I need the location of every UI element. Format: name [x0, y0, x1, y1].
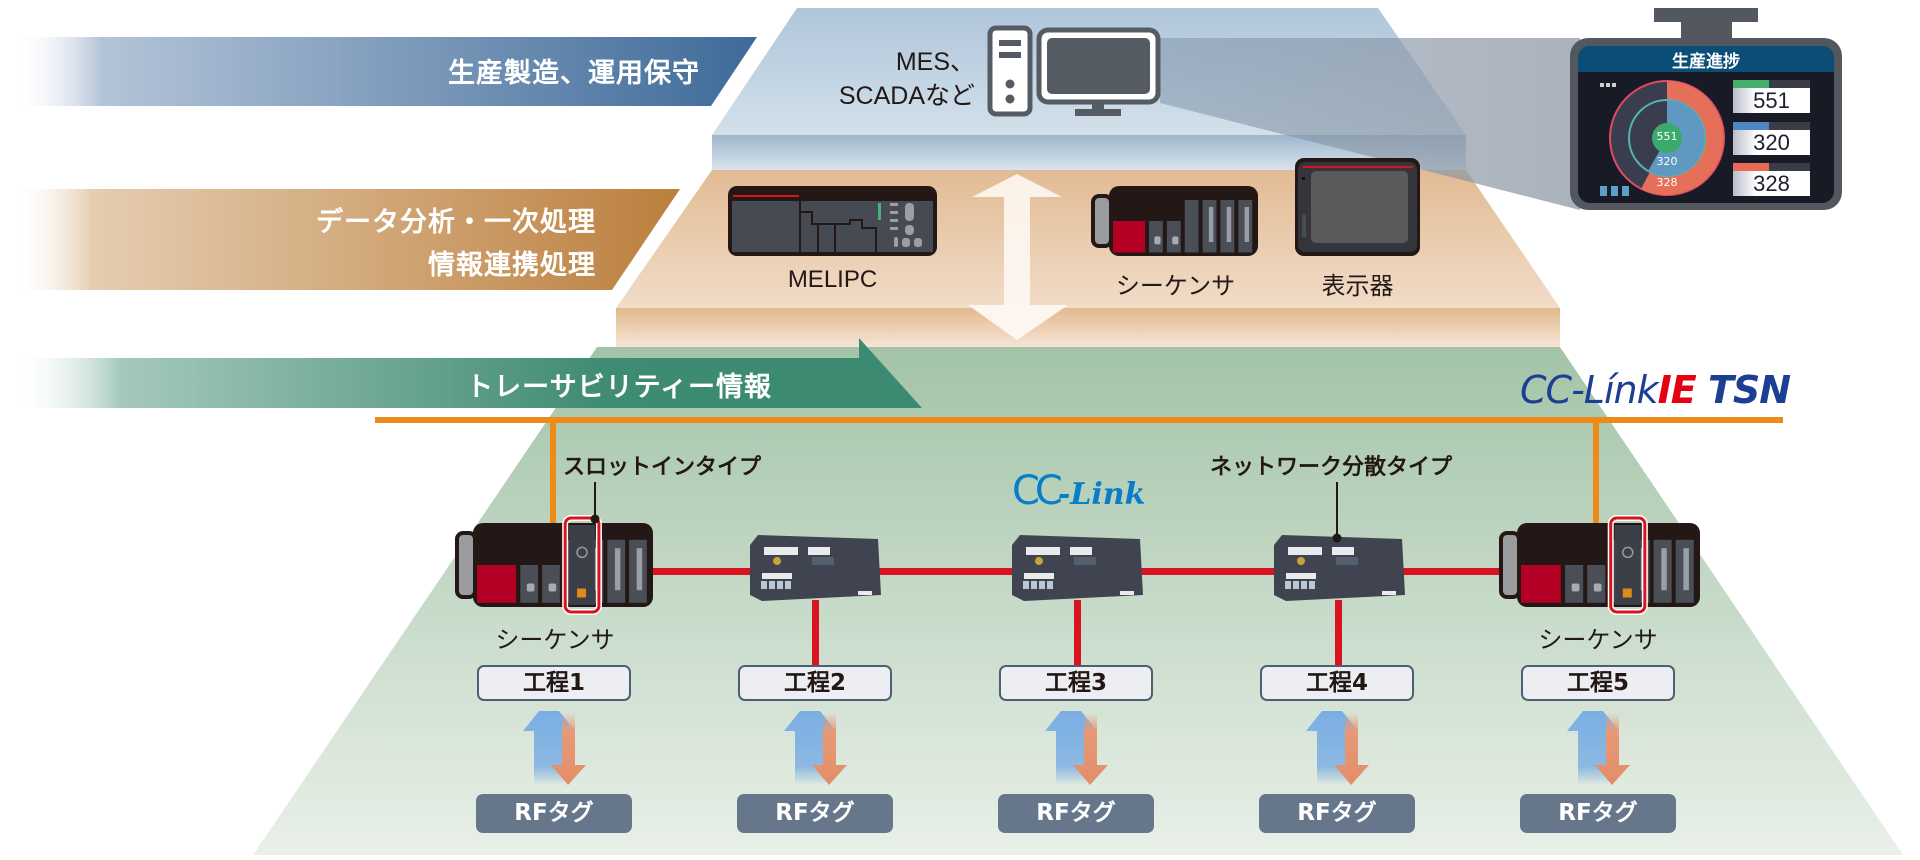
rf-tag-5: RFタグ — [1520, 794, 1676, 833]
dashboard-title: 生産進捗 — [1672, 52, 1740, 72]
process-box-3: 工程3 — [999, 665, 1153, 701]
cclink-drop-2 — [812, 600, 819, 665]
slot-in-callout-line — [590, 482, 600, 524]
donut-inner-value: 320 — [1656, 155, 1678, 168]
network-distributed-type-callout: ネットワーク分散タイプ — [1210, 455, 1453, 480]
cloud-layer-edge — [712, 135, 1466, 170]
logo-tsn-part: TSN — [1707, 368, 1791, 412]
donut-outer-value: 328 — [1656, 176, 1678, 189]
cclink-drop-3 — [1074, 600, 1081, 665]
traceability-banner-label: トレーサビリティー情報 — [466, 372, 772, 403]
sequencer-5-icon — [1499, 515, 1700, 615]
scada-label: SCADAなど — [838, 82, 975, 110]
analytics-banner — [12, 189, 680, 290]
slot-in-type-callout: スロットインタイプ — [563, 455, 762, 480]
sequencer-5-label: シーケンサ — [1538, 627, 1658, 654]
monitor-icon — [1036, 27, 1161, 116]
cclink-drop-4 — [1335, 600, 1342, 665]
dashboard-bars — [1733, 80, 1810, 171]
melipc-label: MELIPC — [787, 266, 878, 293]
rf-tag-2: RFタグ — [737, 794, 893, 833]
download-arrow-icon — [1073, 713, 1108, 785]
logo-cc-part: CC — [1012, 468, 1063, 514]
hmi-label: 表示器 — [1321, 273, 1394, 300]
network-distributed-callout-line — [1332, 482, 1342, 543]
process-box-1: 工程1 — [477, 665, 631, 701]
rf-tag-4: RFタグ — [1259, 794, 1415, 833]
rf-tag-3: RFタグ — [998, 794, 1154, 833]
operations-banner-label: 生産製造、運用保守 — [448, 58, 700, 89]
middle-sequencer-icon — [1091, 186, 1258, 256]
logo-ie-part: IE — [1657, 368, 1708, 412]
logo-link-part: -Link — [1057, 477, 1146, 512]
edge-layer-edge — [616, 308, 1560, 347]
logo-cclink-part: CC-Línk — [1520, 368, 1659, 412]
mes-label: MES、 — [895, 48, 975, 76]
remote-io-4-icon — [1274, 535, 1405, 601]
analytics-banner-label-2: 情報連携処理 — [428, 250, 596, 281]
traceability-arrow-banner — [12, 338, 922, 408]
production-dashboard — [1570, 8, 1842, 210]
melipc-icon — [728, 186, 937, 256]
donut-center-value: 551 — [1656, 130, 1678, 143]
operations-banner — [12, 37, 757, 106]
donut-outer-segment — [1641, 81, 1724, 195]
sequencer-1-label: シーケンサ — [495, 627, 615, 654]
pc-tower-icon — [987, 25, 1033, 117]
dashboard-value-1: 551 — [1733, 88, 1810, 113]
dashboard-projection-beam — [1160, 38, 1580, 210]
process-box-5: 工程5 — [1521, 665, 1675, 701]
tsn-drop-1 — [550, 417, 556, 525]
sequencer-1-icon — [455, 515, 653, 615]
analytics-banner-label-1: データ分析・一次処理 — [316, 207, 596, 238]
dashboard-value-3: 328 — [1733, 171, 1810, 196]
cclink-logo: CC-Link — [1012, 468, 1145, 514]
tsn-drop-5 — [1593, 417, 1599, 525]
process-box-4: 工程4 — [1260, 665, 1414, 701]
download-arrow-icon — [1334, 713, 1369, 785]
remote-io-2-icon — [750, 535, 881, 601]
rf-tag-1: RFタグ — [476, 794, 632, 833]
download-arrow-icon — [1595, 713, 1630, 785]
middle-sequencer-label: シーケンサ — [1115, 273, 1236, 300]
download-arrow-icon — [551, 713, 586, 785]
process-box-2: 工程2 — [738, 665, 892, 701]
hmi-icon — [1295, 158, 1420, 256]
cclink-ie-tsn-logo: CC-LínkIE TSN — [1520, 368, 1791, 412]
data-flow-arrow — [968, 174, 1068, 340]
download-arrow-icon — [812, 713, 847, 785]
dashboard-value-2: 320 — [1733, 130, 1810, 155]
tsn-network-line — [375, 417, 1783, 423]
remote-io-3-icon — [1012, 535, 1143, 601]
